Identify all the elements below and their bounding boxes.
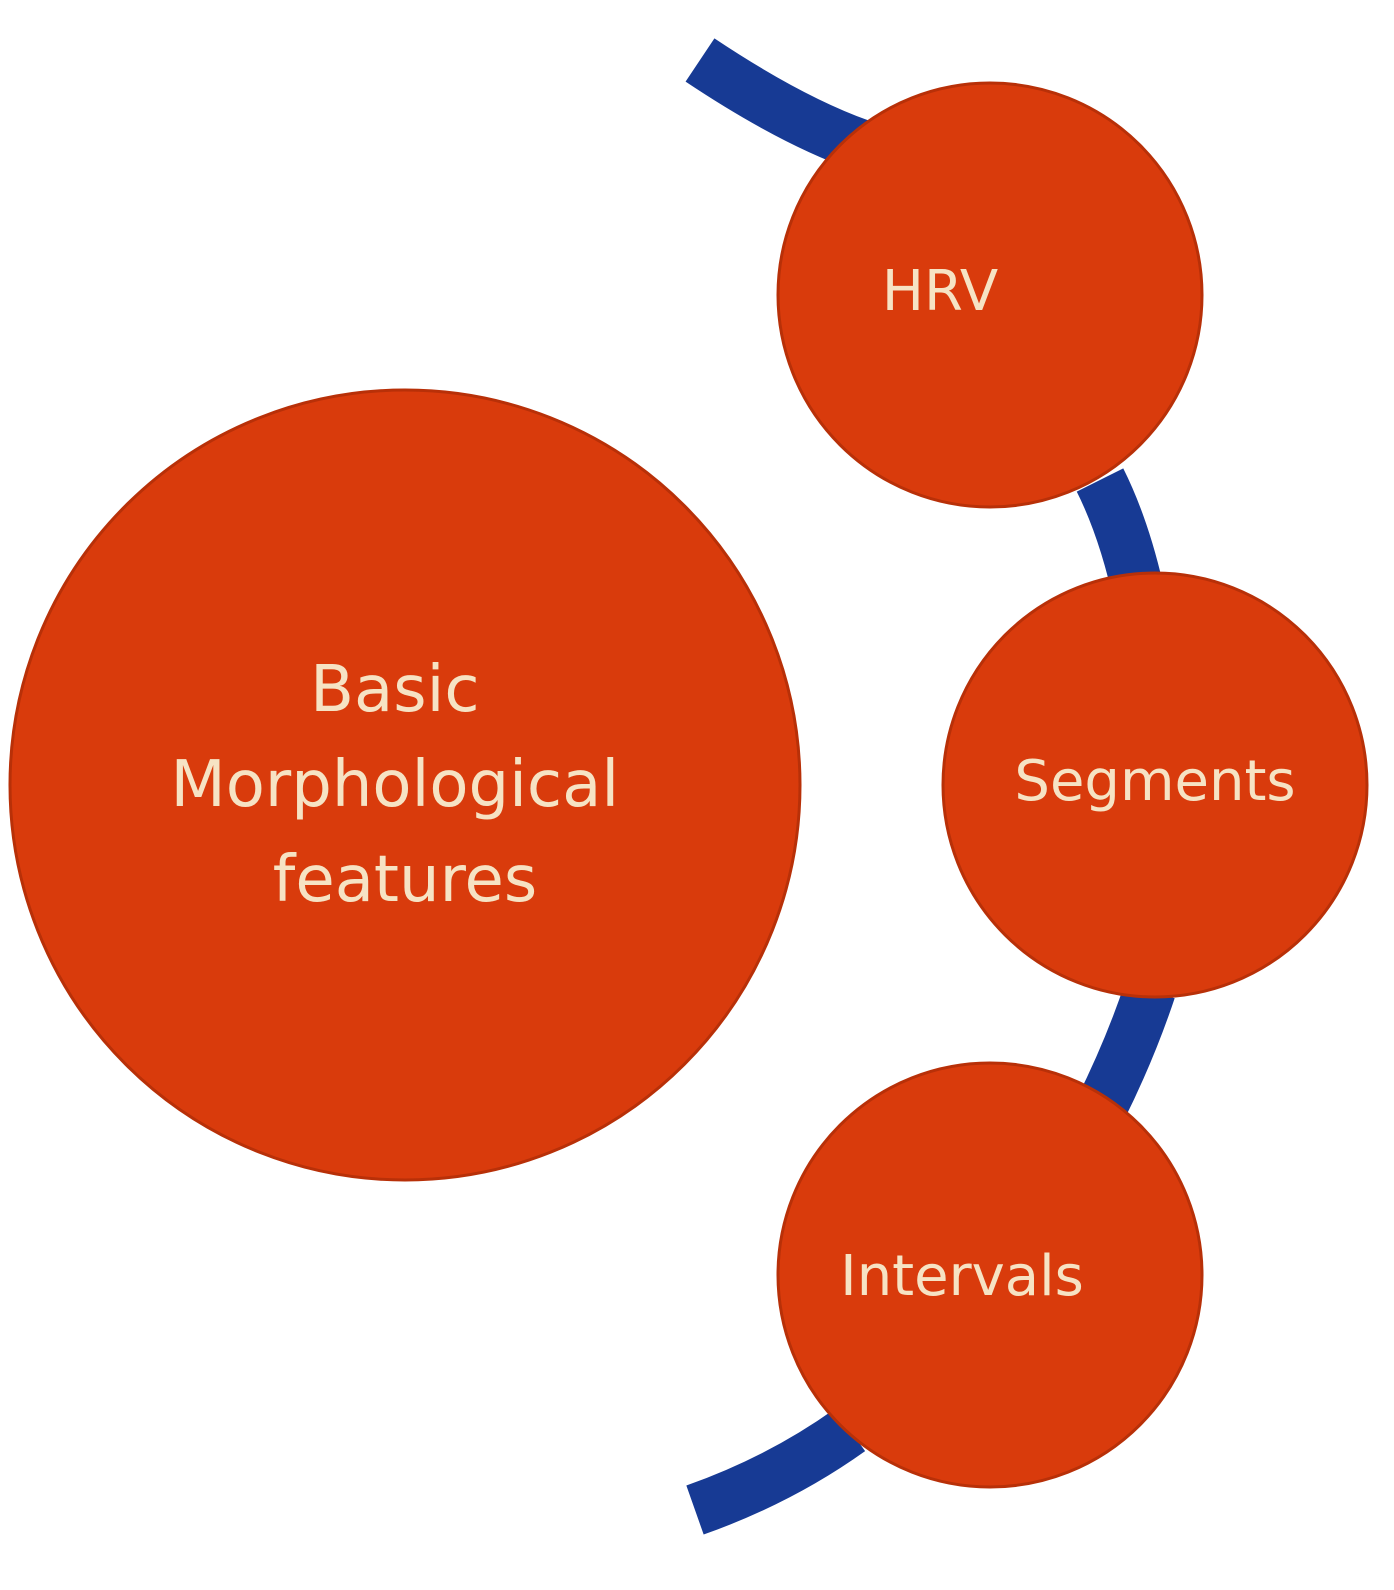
node-circle (8, 388, 802, 1182)
node-intervals: Intervals (776, 1061, 1204, 1489)
node-label: HRV (882, 259, 998, 324)
node-label: Intervals (840, 1244, 1084, 1309)
node-label: Segments (1014, 749, 1295, 814)
node-basic-morphological-features: Basic Morphological features (8, 388, 802, 1182)
arc-segment-bottom (686, 1408, 866, 1535)
node-segments: Segments (941, 571, 1369, 999)
main-label-line-1: Basic (310, 653, 479, 727)
node-circle (776, 81, 1204, 509)
node-circle (941, 571, 1369, 999)
main-label-line-2: Morphological (171, 748, 620, 822)
node-label: Basic Morphological features (171, 653, 640, 917)
arc-segment-top (685, 38, 869, 170)
arc-segment-segments-intervals (1076, 981, 1175, 1122)
node-hrv: HRV (776, 81, 1204, 509)
node-circle (776, 1061, 1204, 1489)
main-label-line-3: features (273, 843, 537, 917)
